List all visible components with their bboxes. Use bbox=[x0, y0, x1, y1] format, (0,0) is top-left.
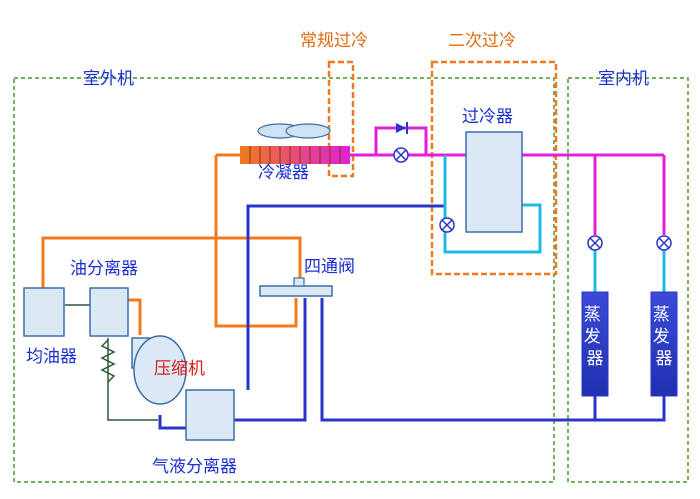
oil-return-lines bbox=[65, 304, 158, 421]
normal-subcool-box bbox=[327, 60, 355, 178]
capillary-icon bbox=[100, 339, 116, 383]
subcooler-label: 过冷器 bbox=[462, 107, 513, 127]
condenser bbox=[240, 146, 350, 164]
fan-icon bbox=[257, 123, 331, 139]
outdoor-unit-label: 室外机 bbox=[83, 69, 134, 89]
evaporator-2 bbox=[650, 291, 678, 397]
four-way-valve-label: 四通阀 bbox=[304, 257, 355, 277]
expansion-valve-icon bbox=[393, 147, 409, 163]
suction-pipes bbox=[158, 204, 666, 430]
compressor bbox=[131, 335, 187, 405]
expansion-valve-icon bbox=[439, 217, 455, 233]
check-valve-icon bbox=[396, 122, 408, 134]
oil-equalizer bbox=[23, 287, 65, 337]
evaporator-1-char-3: 器 bbox=[587, 349, 604, 369]
outdoor-zone-border bbox=[13, 77, 555, 483]
evaporator-1-char-1: 蒸 bbox=[584, 305, 601, 325]
secondary-subcool-label: 二次过冷 bbox=[448, 31, 516, 51]
oil-separator-label: 油分离器 bbox=[70, 259, 138, 279]
evaporator-1 bbox=[581, 291, 609, 397]
evaporator-2-char-1: 蒸 bbox=[653, 305, 670, 325]
gas-liquid-separator-label: 气液分离器 bbox=[152, 457, 237, 477]
evaporator-2-label: 蒸 发 器 bbox=[653, 305, 675, 369]
compressor-label: 压缩机 bbox=[154, 359, 205, 379]
evaporator-pipes bbox=[443, 155, 666, 292]
evaporator-2-char-3: 器 bbox=[656, 349, 673, 369]
expansion-valve-icon bbox=[656, 235, 672, 251]
expansion-valve-icon bbox=[587, 235, 603, 251]
subcooler bbox=[465, 131, 523, 233]
secondary-subcool-box bbox=[430, 60, 558, 276]
oil-equalizer-label: 均油器 bbox=[26, 347, 77, 367]
evaporator-2-char-2: 发 bbox=[653, 327, 670, 347]
gas-liquid-separator bbox=[185, 389, 235, 441]
condenser-label: 冷凝器 bbox=[258, 163, 309, 183]
evaporator-1-label: 蒸 发 器 bbox=[584, 305, 606, 369]
oil-separator bbox=[89, 287, 129, 337]
indoor-zone-border bbox=[567, 77, 689, 483]
evaporator-1-char-2: 发 bbox=[584, 327, 601, 347]
indoor-unit-label: 室内机 bbox=[598, 69, 649, 89]
normal-subcool-label: 常规过冷 bbox=[300, 31, 368, 51]
four-way-valve bbox=[259, 277, 333, 297]
